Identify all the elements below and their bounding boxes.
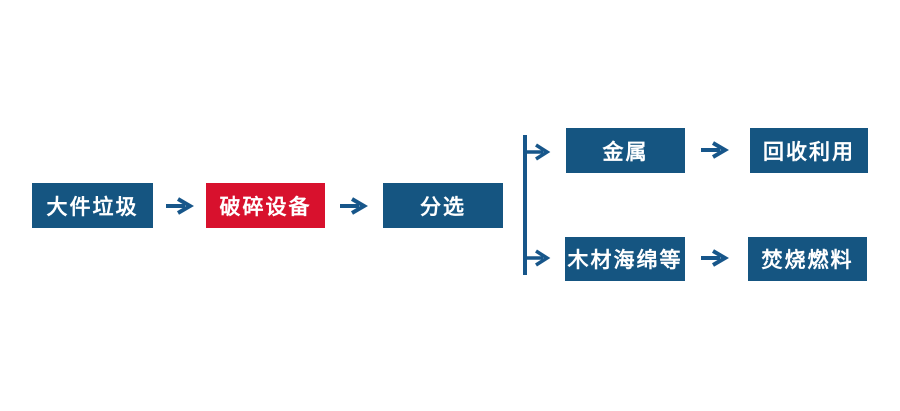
node-incineration-fuel-label: 焚烧燃料 [761, 249, 854, 272]
node-crushing-equipment: 破碎设备 [206, 183, 325, 228]
node-sorting-label: 分选 [420, 195, 466, 219]
branch-arrow-bottom-icon [525, 249, 551, 267]
node-recycling: 回收利用 [750, 128, 868, 173]
arrow-metal-to-recycling-icon [701, 141, 729, 159]
arrow-bulky-to-crushing-icon [166, 197, 194, 215]
node-bulky-waste: 大件垃圾 [32, 183, 153, 228]
node-crushing-equipment-label: 破碎设备 [219, 195, 312, 219]
node-metal-label: 金属 [602, 140, 649, 164]
node-wood-sponge-etc: 木材海绵等 [565, 237, 685, 281]
node-sorting: 分选 [383, 183, 503, 228]
branch-arrow-top-icon [525, 143, 551, 161]
arrow-wood-to-fuel-icon [701, 249, 729, 267]
node-wood-sponge-etc-label: 木材海绵等 [567, 249, 683, 272]
node-incineration-fuel: 焚烧燃料 [748, 237, 867, 281]
node-bulky-waste-label: 大件垃圾 [46, 195, 139, 219]
node-metal: 金属 [566, 128, 685, 173]
arrow-crushing-to-sorting-icon [340, 197, 368, 215]
branch-connector [523, 135, 551, 275]
node-recycling-label: 回收利用 [763, 140, 855, 164]
